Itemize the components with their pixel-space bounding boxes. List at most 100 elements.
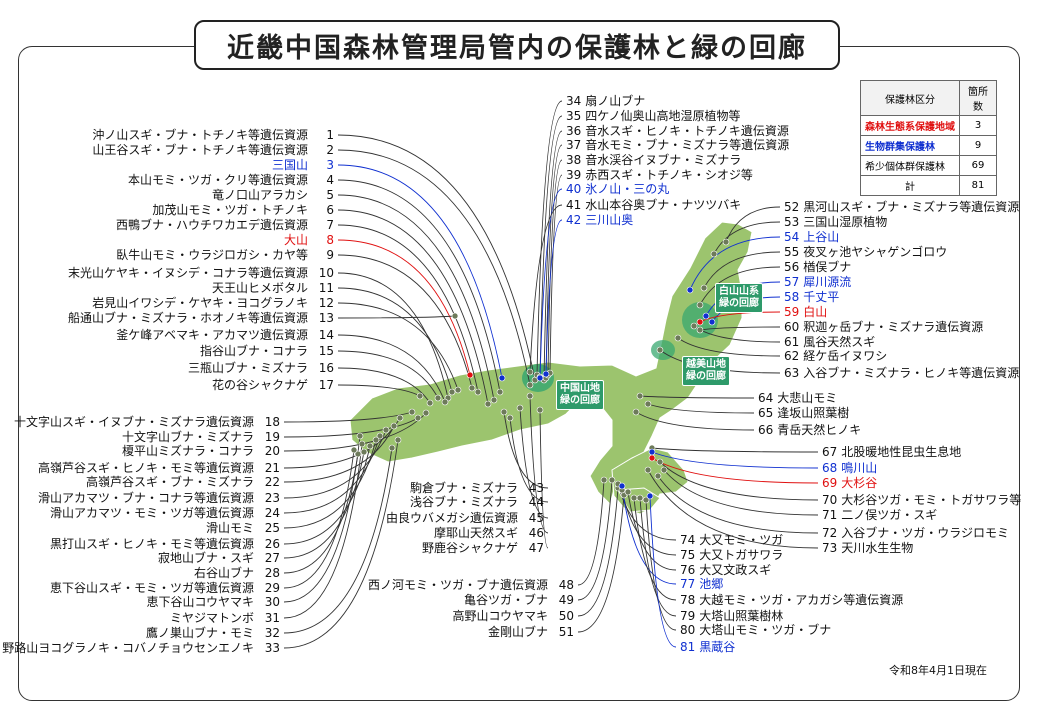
- forest-marker-62: [674, 334, 682, 342]
- forest-number: 31: [264, 611, 280, 625]
- leader-lines: [283, 100, 819, 649]
- forest-name: 大越モミ・ツガ・アカガシ等遺伝資源: [699, 593, 904, 607]
- forest-marker-70: [656, 458, 664, 466]
- forest-number: 48: [558, 578, 574, 592]
- forest-number: 67: [822, 445, 838, 459]
- forest-name: 扇ノ山ブナ: [585, 94, 646, 108]
- forest-number: 13: [318, 311, 334, 325]
- leader-line-25: [283, 439, 377, 529]
- forest-marker-12: [454, 386, 462, 394]
- forest-name: 音水モミ・ブナ・ミズナラ等遺伝資源: [585, 138, 790, 152]
- leader-line-45: [519, 407, 549, 519]
- forest-marker-58: [708, 318, 716, 326]
- forest-marker-41: [526, 368, 534, 376]
- forest-number: 36: [566, 124, 582, 138]
- leader-line-11: [337, 287, 453, 393]
- leader-line-78: [633, 497, 677, 601]
- leader-line-51: [577, 494, 625, 633]
- forest-name: 黒蔵谷: [699, 640, 736, 654]
- forest-number: 16: [318, 361, 334, 375]
- forest-name: 西鴨ブナ・ハウチワカエデ遺伝資源: [115, 218, 308, 232]
- forest-number: 55: [784, 245, 800, 259]
- leader-line-40: [539, 188, 563, 379]
- forest-number: 30: [264, 595, 280, 609]
- forest-number: 51: [558, 625, 574, 639]
- legend-row: 生物群集保護林 9: [860, 135, 997, 156]
- forest-number: 53: [784, 215, 800, 229]
- forest-marker-6: [484, 400, 492, 408]
- legend-type-ecosystem: 森林生態系保護地域: [860, 115, 960, 136]
- legend-row: 計 81: [860, 175, 997, 196]
- forest-number: 23: [264, 491, 280, 505]
- forest-label-51: 金剛山ブナ 51: [488, 625, 574, 639]
- leader-line-41: [529, 204, 563, 373]
- forest-marker-44: [506, 414, 514, 422]
- legend-count: 3: [959, 115, 997, 136]
- forest-number: 40: [566, 182, 582, 196]
- forest-marker-53: [710, 250, 718, 258]
- forest-number: 58: [784, 290, 800, 304]
- legend-total-count: 81: [959, 175, 997, 196]
- leader-line-8: [337, 239, 471, 376]
- forest-marker-71: [660, 466, 668, 474]
- forest-marker-65: [644, 400, 652, 408]
- forest-name: ミヤジマトンボ: [169, 611, 254, 625]
- forest-name: 恵下谷山スギ・モミ・ツガ等遺伝資源: [49, 581, 254, 595]
- forest-name: 経ケ岳イヌワシ: [803, 349, 888, 363]
- legend-header-count: 箇所数: [959, 80, 997, 116]
- forest-number: 33: [264, 641, 280, 655]
- forest-name: 右谷山ブナ: [193, 566, 254, 580]
- leader-line-42: [545, 219, 563, 375]
- leader-line-15: [337, 350, 439, 399]
- forest-marker-8: [466, 371, 474, 379]
- forest-number: 78: [680, 593, 696, 607]
- forest-number: 50: [558, 609, 574, 623]
- forest-name: 夜叉ヶ池ヤシャゲンゴロウ: [803, 245, 948, 259]
- forest-name: 金剛山ブナ: [487, 625, 548, 639]
- leader-line-30: [283, 435, 361, 603]
- forest-marker-20: [422, 409, 430, 417]
- forest-number: 38: [566, 153, 582, 167]
- forest-marker-18: [408, 408, 416, 416]
- forest-number: 26: [264, 537, 280, 551]
- forest-marker-80: [642, 496, 650, 504]
- forest-name: 音水渓谷イヌブナ・ミズナラ: [585, 153, 742, 167]
- forest-name: 入谷ブナ・ツガ・ウラジロモミ: [841, 526, 1010, 540]
- forest-name: 池郷: [699, 577, 724, 591]
- forest-name: 榎平山ミズナラ・コナラ: [121, 444, 254, 458]
- forest-name: 大塔山モミ・ツガ・ブナ: [699, 623, 832, 637]
- leader-line-77: [621, 485, 677, 585]
- leader-line-60: [699, 326, 781, 331]
- forest-number: 77: [680, 577, 696, 591]
- forest-name: 三国山湿原植物: [803, 215, 888, 229]
- forest-name: 由良ウバメガシ遺伝資源: [385, 511, 518, 525]
- forest-marker-48: [600, 476, 608, 484]
- legend-count: 9: [959, 135, 997, 156]
- forest-marker-32: [388, 444, 396, 452]
- forest-name: 岩見山イワシデ・ケヤキ・ヨコグラノキ: [92, 296, 308, 310]
- leader-line-68: [651, 451, 819, 469]
- leader-line-71: [663, 469, 819, 516]
- leader-line-62: [677, 337, 781, 357]
- forest-marker-29: [350, 446, 358, 454]
- forest-number: 68: [822, 461, 838, 475]
- forest-name: 十文字山ブナ・ミズナラ: [121, 430, 254, 444]
- forest-marker-40: [536, 374, 544, 382]
